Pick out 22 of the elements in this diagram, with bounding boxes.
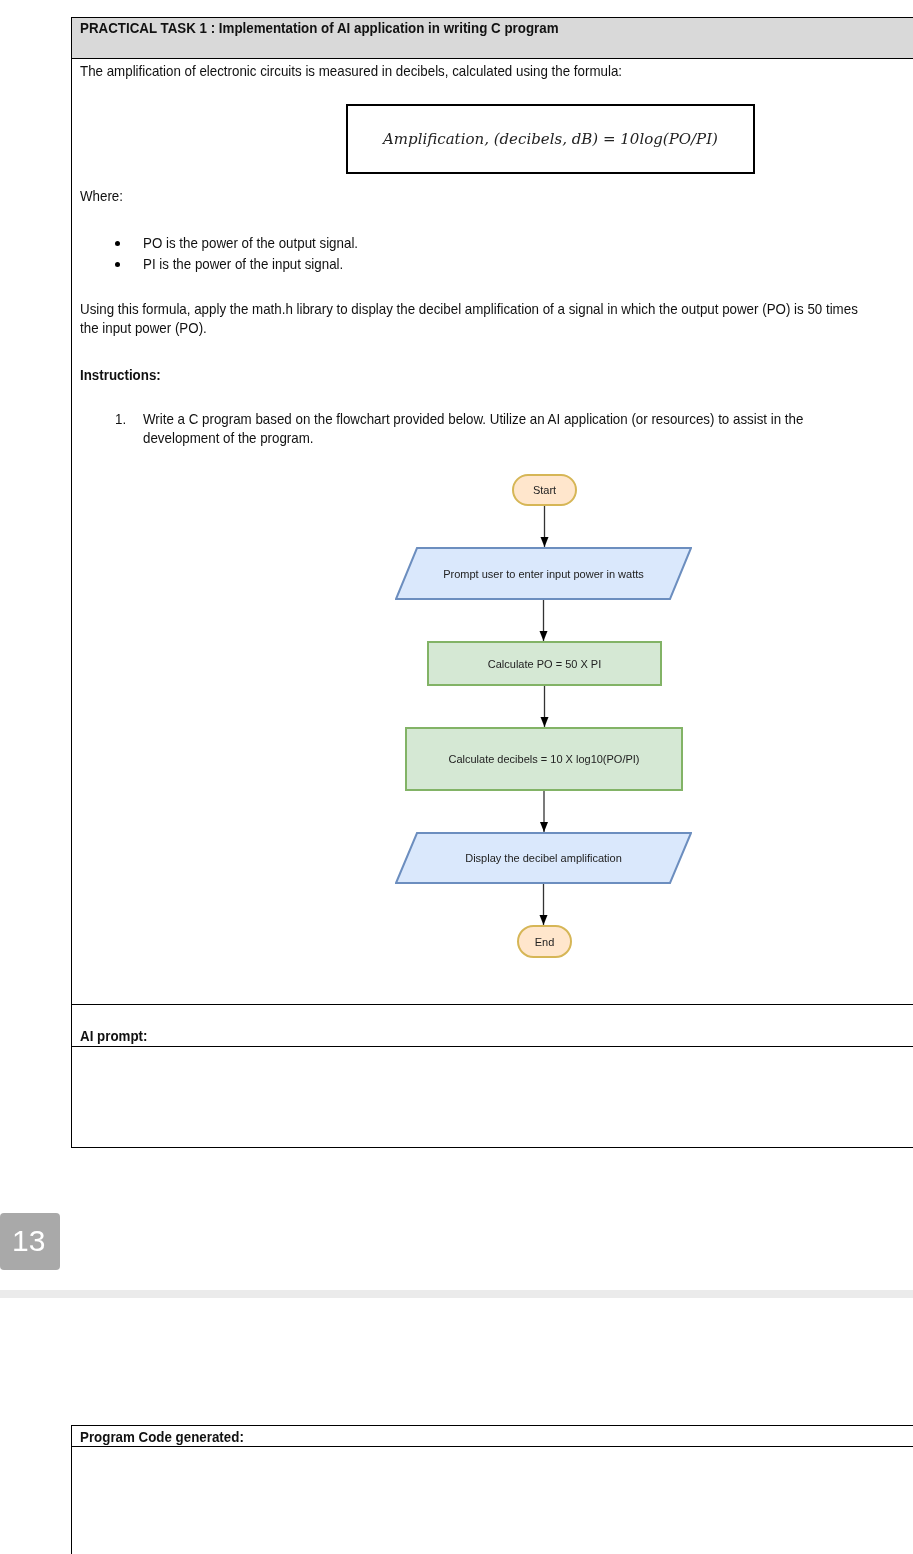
arrow bbox=[539, 883, 548, 926]
input-output-parallelogram: Display the decibel amplification bbox=[395, 832, 692, 884]
code-heading: Program Code generated: bbox=[80, 1428, 245, 1447]
list-number: 1. bbox=[115, 410, 128, 429]
arrow bbox=[539, 790, 549, 833]
arrow bbox=[540, 505, 549, 548]
intro-text: The amplification of electronic circuits is measured in decibels, calculated using the formula: bbox=[80, 62, 623, 81]
bullet-text: PO is the power of the output signal. bbox=[143, 234, 360, 253]
paragraph-text: Using this formula, apply the math.h library to display the decibel amplification of a signal in which the output power (PO) is 50 times the input power (PO). bbox=[80, 300, 859, 338]
bullet-text: PI is the power of the input signal. bbox=[143, 255, 345, 274]
instruction-text: Write a C program based on the flowchart provided below. Utilize an AI application (or resources) to assist in the development of the program. bbox=[143, 410, 805, 448]
task-title: PRACTICAL TASK 1 : Implementation of AI application in writing C program bbox=[80, 19, 560, 38]
process-box: Calculate PO = 50 X PI bbox=[427, 641, 662, 686]
prompt-heading: AI prompt: bbox=[80, 1027, 149, 1046]
page-number: 13 bbox=[0, 1213, 60, 1270]
where-heading: Where: bbox=[80, 187, 124, 206]
instructions-heading: Instructions: bbox=[80, 366, 162, 385]
arrow bbox=[539, 599, 548, 642]
input-output-parallelogram: Prompt user to enter input power in watts bbox=[395, 547, 692, 600]
process-box: Calculate decibels = 10 X log10(PO/PI) bbox=[405, 727, 683, 791]
arrow bbox=[540, 685, 549, 728]
formula-box: Amplification, (decibels, dB) = 10log(PO/PI) bbox=[346, 104, 755, 174]
